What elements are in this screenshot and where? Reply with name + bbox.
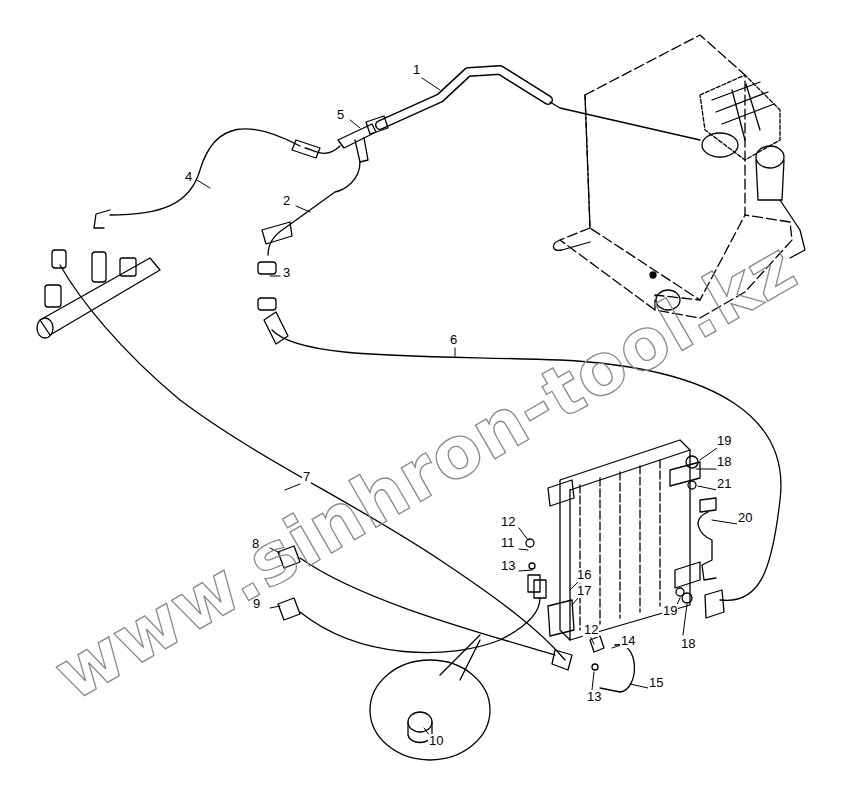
hose-4 — [94, 129, 340, 228]
tee-fitting — [338, 124, 376, 162]
callout-number: 5 — [336, 108, 345, 122]
callout-number: 19 — [716, 434, 732, 448]
illustration-part — [120, 258, 136, 276]
illustration-part — [650, 272, 656, 278]
illustration-part — [338, 124, 376, 148]
illustration-part — [519, 528, 532, 571]
callout-number: 13 — [500, 559, 516, 573]
callout-number: 18 — [680, 637, 696, 651]
illustration-part — [455, 348, 456, 356]
cooler-fittings — [526, 456, 716, 692]
callout-number: 16 — [576, 568, 592, 582]
illustration-part — [40, 258, 160, 335]
callout-number: 19 — [662, 604, 678, 618]
illustration-part — [548, 600, 574, 636]
illustration-part — [529, 563, 535, 569]
illustration-part — [258, 298, 276, 310]
hose-2 — [258, 162, 360, 310]
illustration-part — [682, 593, 692, 603]
illustration-part — [580, 460, 660, 630]
callout-number: 14 — [620, 634, 636, 648]
illustration-part — [698, 512, 716, 580]
callout-number: 13 — [586, 690, 602, 704]
illustration-part — [37, 318, 53, 338]
illustration-part — [528, 575, 540, 592]
illustration-part — [45, 285, 61, 307]
illustration-part — [350, 120, 360, 128]
illustration-part — [712, 82, 774, 140]
illustration-part — [422, 78, 440, 90]
detail-circle — [370, 635, 490, 760]
illustration-part — [552, 650, 572, 670]
illustration-part — [380, 70, 548, 125]
illustration-part — [526, 539, 534, 547]
hose-6 — [264, 312, 781, 618]
illustration-part — [270, 276, 280, 277]
callout-number: 11 — [500, 536, 516, 550]
illustration-part — [688, 481, 696, 489]
callout-number: 20 — [737, 511, 753, 525]
illustration-part — [305, 146, 340, 153]
illustration-part — [94, 210, 110, 228]
callout-number: 2 — [282, 194, 291, 208]
callout-number: 17 — [576, 584, 592, 598]
callout-number: 6 — [449, 333, 458, 347]
illustration-part — [700, 498, 716, 512]
callout-number: 10 — [428, 734, 444, 748]
illustration-part — [292, 140, 320, 158]
illustration-part — [440, 635, 480, 680]
callout-number: 15 — [648, 676, 664, 690]
illustration-part — [380, 70, 548, 125]
valve-block — [37, 250, 160, 338]
illustration-part — [370, 660, 490, 760]
oil-cooler — [548, 440, 700, 640]
callout-number: 4 — [184, 170, 193, 184]
illustration-part — [110, 129, 300, 215]
illustration-part — [92, 252, 106, 282]
illustration-part — [700, 75, 780, 160]
illustration-part — [675, 562, 700, 588]
illustration-part — [258, 262, 276, 274]
illustration-part — [590, 636, 648, 690]
illustration-part — [756, 160, 784, 200]
callout-number: 21 — [716, 477, 732, 491]
illustration-part — [592, 664, 598, 670]
illustration-part — [553, 240, 590, 250]
illustration-part — [600, 645, 634, 692]
illustration-part — [590, 636, 604, 652]
illustration-part — [355, 138, 368, 162]
illustration-part — [197, 180, 210, 188]
illustration-part — [569, 490, 570, 640]
illustration-part — [756, 146, 784, 168]
illustration-part — [550, 102, 700, 140]
illustration-part — [300, 558, 555, 655]
illustration-part — [52, 250, 66, 268]
callout-number: 12 — [500, 515, 516, 529]
callout-number: 18 — [716, 455, 732, 469]
illustration-part — [702, 133, 738, 157]
illustration-part — [548, 480, 574, 506]
illustration-part — [408, 712, 432, 732]
illustration-part — [264, 312, 288, 344]
illustration-part — [300, 598, 540, 653]
illustration-part — [262, 222, 292, 244]
illustration-part — [296, 206, 310, 212]
callout-number: 3 — [282, 266, 291, 280]
callout-number: 7 — [302, 470, 311, 484]
illustration-part — [686, 456, 698, 468]
hose-9 — [278, 580, 546, 653]
illustration-part — [268, 162, 360, 255]
illustration-part — [780, 200, 805, 258]
callout-number: 12 — [583, 623, 599, 637]
illustration-part — [696, 448, 737, 524]
hose-1 — [366, 70, 700, 140]
callout-number: 1 — [412, 63, 421, 77]
illustration-part — [285, 484, 300, 490]
illustration-part — [705, 590, 724, 618]
